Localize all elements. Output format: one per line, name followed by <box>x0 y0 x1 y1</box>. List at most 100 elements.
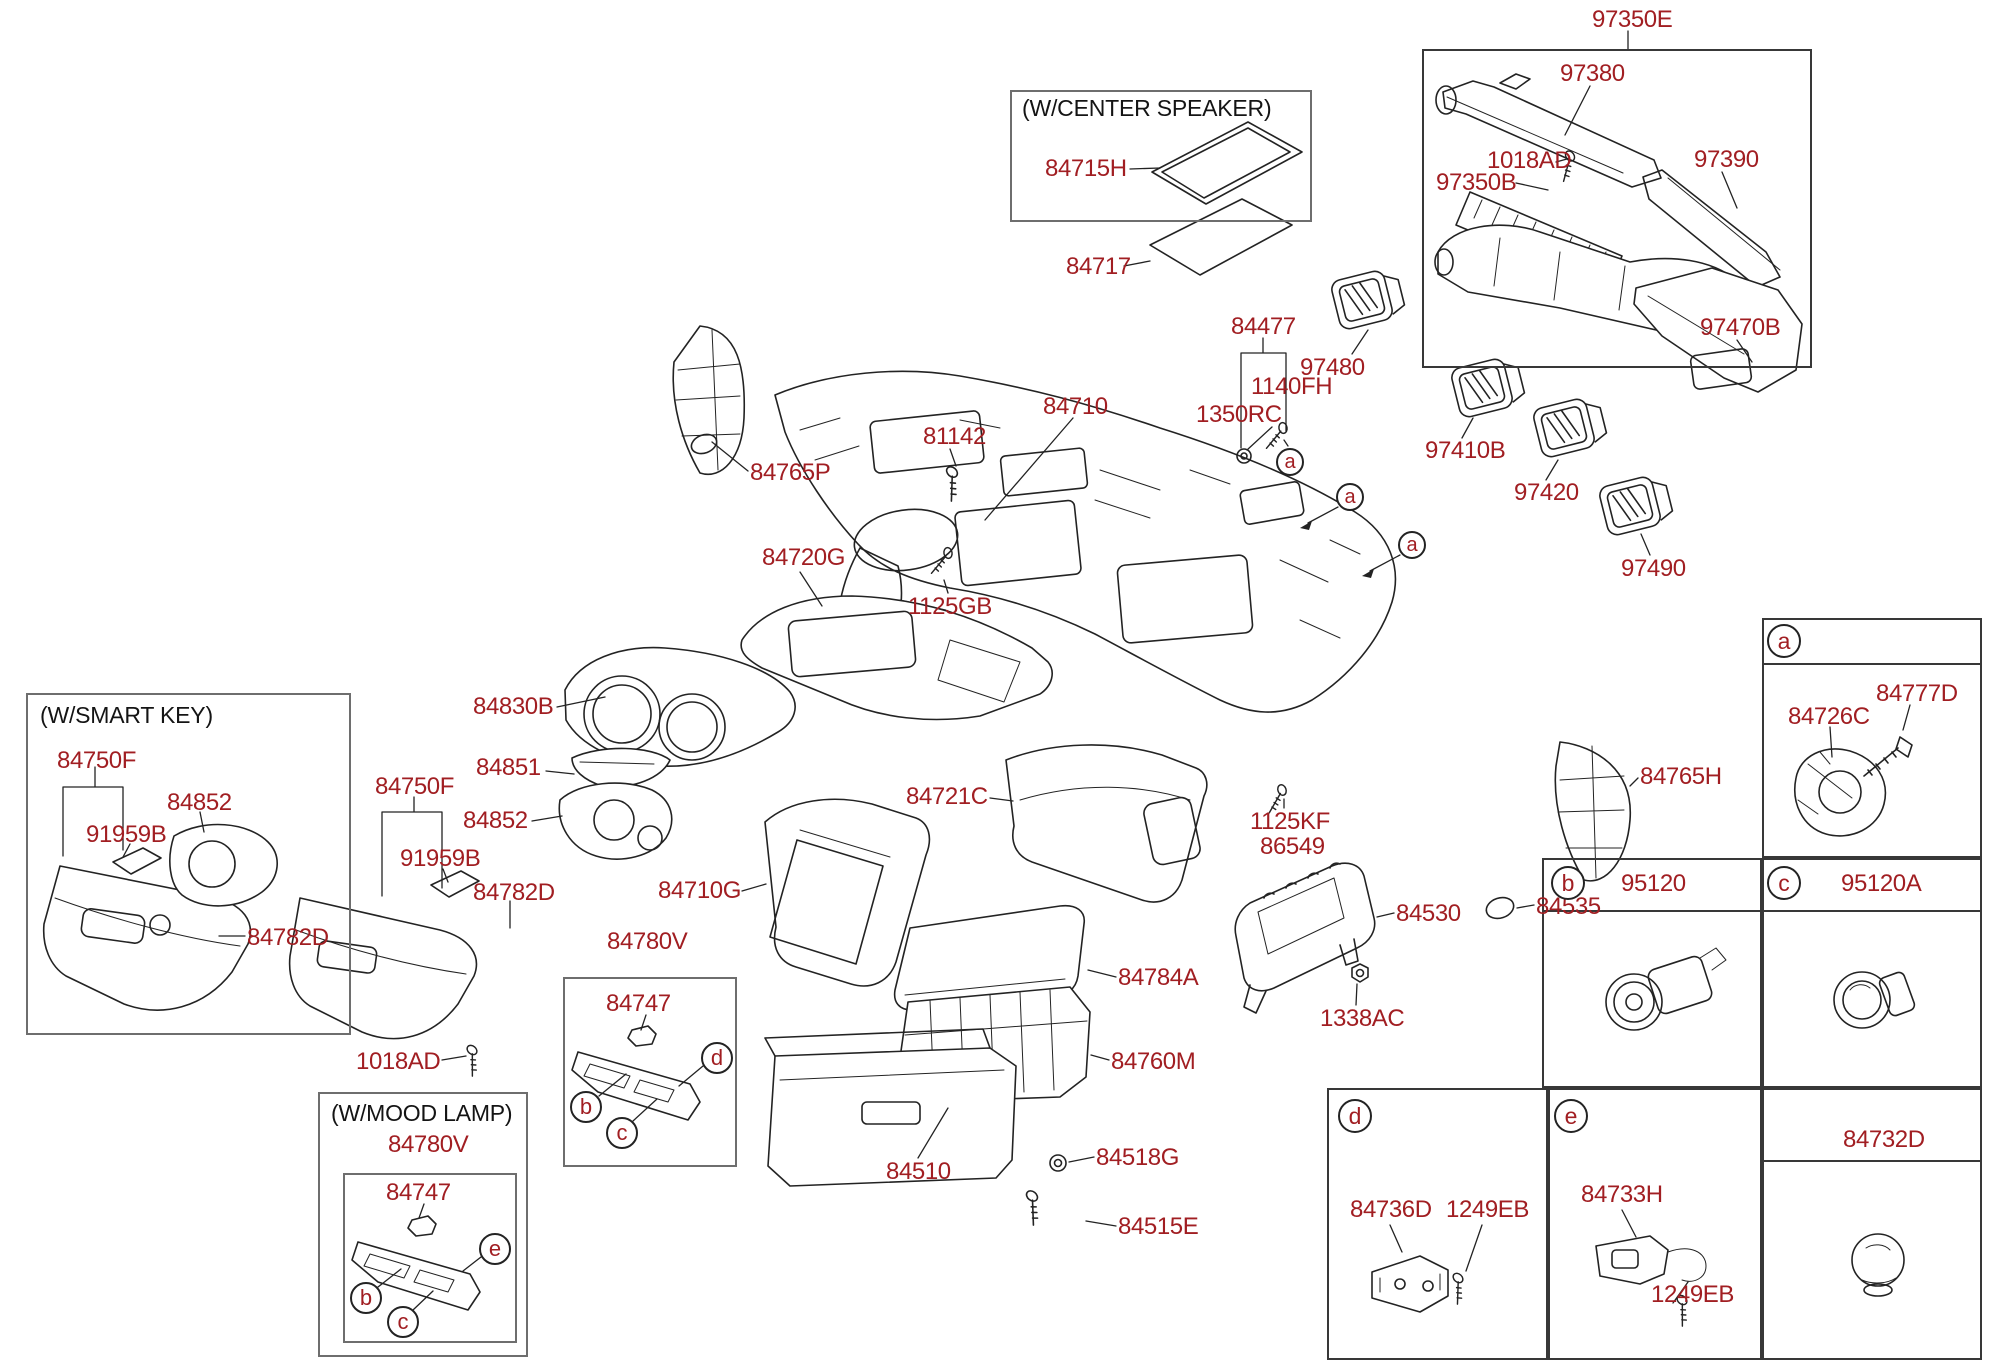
callout-letter: a <box>1284 450 1296 473</box>
callout-d-switchbox: d <box>701 1042 733 1074</box>
callout-letter: a <box>1777 627 1791 654</box>
callout-b-mood: b <box>350 1282 382 1314</box>
mood-lamp-title: (W/MOOD LAMP) <box>331 1100 513 1126</box>
callout-letter: b <box>1561 869 1575 896</box>
table-cell-b <box>1542 858 1762 1088</box>
callout-b-switchbox: b <box>570 1091 602 1123</box>
part-label-84726C: 84726C <box>1788 703 1870 730</box>
part-label-97350E: 97350E <box>1592 6 1673 33</box>
part-label-1125GB: 1125GB <box>908 593 992 620</box>
part-label-84765P: 84765P <box>750 459 831 486</box>
part-label-97350B: 97350B <box>1436 169 1517 196</box>
part-label-84721C: 84721C <box>906 783 988 810</box>
mood-lamp-box <box>318 1092 528 1357</box>
smart-key-title: (W/SMART KEY) <box>40 702 213 728</box>
part-label-84510: 84510 <box>886 1158 951 1185</box>
part-label-84780V-mood: 84780V <box>388 1131 469 1158</box>
part-label-84747-mood: 84747 <box>386 1179 451 1206</box>
table-cell-84732d-header <box>1764 1090 1980 1162</box>
part-label-84736D: 84736D <box>1350 1196 1432 1223</box>
callout-b-table: b <box>1551 866 1585 900</box>
part-label-1249EB-e: 1249EB <box>1651 1281 1735 1308</box>
callout-letter: e <box>488 1236 502 1261</box>
table-cell-b-header <box>1544 860 1760 912</box>
part-label-91959B-center: 91959B <box>400 845 481 872</box>
part-label-84852-smartkey: 84852 <box>167 789 232 816</box>
callout-letter: b <box>579 1094 593 1119</box>
callout-e-mood: e <box>479 1233 511 1265</box>
part-label-1125KF: 1125KF <box>1250 808 1330 835</box>
part-label-84765H: 84765H <box>1640 763 1722 790</box>
callout-a-3: a <box>1398 531 1426 559</box>
part-label-84710G: 84710G <box>658 877 742 904</box>
part-label-84852-center: 84852 <box>463 807 528 834</box>
part-label-84851: 84851 <box>476 754 541 781</box>
part-label-1338AC: 1338AC <box>1320 1005 1405 1032</box>
part-label-97420: 97420 <box>1514 479 1579 506</box>
callout-letter: b <box>359 1285 373 1310</box>
part-label-86549: 86549 <box>1260 833 1325 860</box>
part-label-84732D: 84732D <box>1843 1126 1925 1153</box>
callout-letter: a <box>1344 485 1356 508</box>
part-label-84777D: 84777D <box>1876 680 1958 707</box>
part-label-97410B: 97410B <box>1425 437 1506 464</box>
part-label-97480: 97480 <box>1300 354 1365 381</box>
part-label-84750F-smartkey: 84750F <box>57 747 136 774</box>
callout-e-table: e <box>1554 1099 1588 1133</box>
defroster-group-box <box>1422 49 1812 368</box>
table-cell-d <box>1327 1088 1548 1360</box>
part-label-97470B: 97470B <box>1700 314 1781 341</box>
part-label-97380: 97380 <box>1560 60 1625 87</box>
part-label-84477: 84477 <box>1231 313 1296 340</box>
callout-a-1: a <box>1276 448 1304 476</box>
part-label-84747: 84747 <box>606 990 671 1017</box>
part-label-84782D-smartkey: 84782D <box>247 924 329 951</box>
part-label-84750F-center: 84750F <box>375 773 454 800</box>
part-label-84710: 84710 <box>1043 393 1108 420</box>
callout-letter: e <box>1564 1102 1578 1129</box>
callout-letter: d <box>1348 1102 1362 1129</box>
table-cell-84732d <box>1762 1088 1982 1360</box>
callout-d-table: d <box>1338 1099 1372 1133</box>
part-label-84717: 84717 <box>1066 253 1131 280</box>
mood-lamp-inner-box <box>343 1173 517 1343</box>
part-label-84530: 84530 <box>1396 900 1461 927</box>
center-speaker-title: (W/CENTER SPEAKER) <box>1022 95 1272 121</box>
switch-84780v-box <box>563 977 737 1167</box>
part-label-84784A: 84784A <box>1118 964 1199 991</box>
part-label-1140FH: 1140FH <box>1251 373 1333 400</box>
part-label-1249EB-d: 1249EB <box>1446 1196 1530 1223</box>
table-cell-a-header <box>1764 620 1980 665</box>
part-label-95120A: 95120A <box>1841 870 1922 897</box>
callout-a-2: a <box>1336 483 1364 511</box>
callout-letter: c <box>397 1309 409 1334</box>
callout-c-mood: c <box>387 1306 419 1338</box>
part-label-91959B-smartkey: 91959B <box>86 821 167 848</box>
table-cell-e <box>1548 1088 1762 1360</box>
part-label-84720G: 84720G <box>762 544 846 571</box>
part-label-84515E: 84515E <box>1118 1213 1199 1240</box>
part-label-84782D-center: 84782D <box>473 879 555 906</box>
part-label-1018AD-center: 1018AD <box>356 1048 441 1075</box>
callout-c-table: c <box>1767 866 1801 900</box>
part-label-84733H: 84733H <box>1581 1181 1663 1208</box>
table-cell-c-header <box>1764 860 1980 912</box>
part-label-84830B: 84830B <box>473 693 554 720</box>
center-speaker-box <box>1010 90 1312 222</box>
callout-letter: a <box>1406 533 1418 556</box>
part-label-84760M: 84760M <box>1111 1048 1196 1075</box>
part-label-84518G: 84518G <box>1096 1144 1180 1171</box>
part-label-84715H: 84715H <box>1045 155 1127 182</box>
part-label-97390: 97390 <box>1694 146 1759 173</box>
part-label-97490: 97490 <box>1621 555 1686 582</box>
callout-a-table: a <box>1767 624 1801 658</box>
table-cell-c <box>1762 858 1982 1088</box>
part-label-84780V: 84780V <box>607 928 688 955</box>
part-label-95120: 95120 <box>1621 870 1686 897</box>
smart-key-box <box>26 693 351 1035</box>
part-label-1018AD-defroster: 1018AD <box>1487 147 1572 174</box>
callout-letter: c <box>1778 869 1790 896</box>
table-cell-a <box>1762 618 1982 858</box>
